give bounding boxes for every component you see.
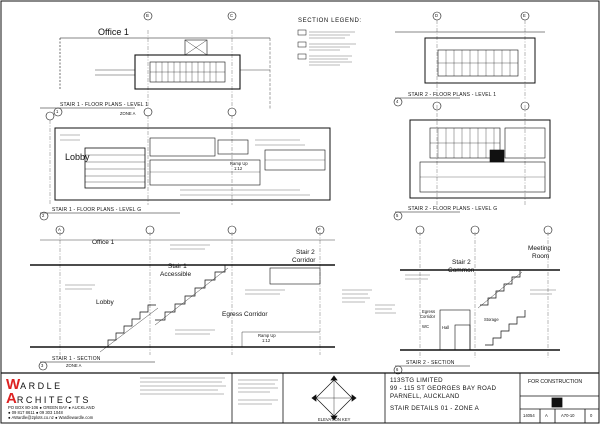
section-stair1 bbox=[30, 225, 335, 371]
title-block-frame bbox=[1, 372, 599, 423]
section2-label-common: Common bbox=[448, 267, 475, 274]
section1-label-accessible: Accessible bbox=[160, 271, 192, 278]
zone-label: ZONE A bbox=[120, 111, 136, 116]
section2-label-hall: Hall bbox=[442, 325, 450, 330]
plan-stair1-levelg bbox=[39, 107, 331, 221]
section-legend bbox=[297, 29, 356, 66]
section2-label-meeting: Meeting bbox=[528, 245, 552, 252]
room-label-lobby: Lobby bbox=[65, 152, 90, 162]
contact-line-1: PO BOX 80-106 ● GREEN BAY ● AUCKLAND bbox=[8, 405, 95, 410]
section-ref-3: 3 bbox=[41, 363, 44, 368]
section2-label-room: Room bbox=[532, 253, 550, 260]
project-address-1: 99 - 115 ST GEORGES BAY ROAD bbox=[390, 385, 497, 392]
section1-zone: ZONE A bbox=[66, 363, 82, 368]
section1-label-office: Office 1 bbox=[92, 239, 115, 246]
section-stair2 bbox=[393, 225, 560, 375]
elevation-key-label: ELEVATION KEY bbox=[318, 417, 351, 422]
elevation-key-icon bbox=[311, 375, 357, 421]
grid-bubble-a: A bbox=[58, 227, 61, 232]
section2-label-storage: Storage bbox=[484, 317, 499, 322]
logo: WARDLE bbox=[6, 377, 63, 393]
revision-number: 0 bbox=[590, 413, 593, 418]
ramp-label: Ramp Up bbox=[230, 161, 248, 166]
logo-word-ardle: ARDLE bbox=[20, 381, 63, 391]
plan-title-stair2-level1: STAIR 2 - FLOOR PLANS - LEVEL 1 bbox=[408, 92, 497, 98]
section2-label-egress: Egress bbox=[422, 309, 436, 314]
grid-bubble-b: B bbox=[146, 13, 149, 18]
plan-stair1-level1 bbox=[40, 11, 271, 117]
section1-label-egress: Egress Corridor bbox=[222, 311, 268, 318]
client-name: 113STG LIMITED bbox=[390, 377, 443, 384]
plan-ref-4: 4 bbox=[396, 99, 399, 104]
grid-bubble-c: C bbox=[230, 13, 234, 18]
grid-bubble-e: E bbox=[523, 13, 526, 18]
plan-ref-5: 5 bbox=[396, 213, 399, 218]
section1-label-ramp: Ramp Up bbox=[258, 333, 276, 338]
room-label-office-1: Office 1 bbox=[98, 27, 129, 37]
grid-bubble-f: F bbox=[318, 227, 321, 232]
section1-label-stair2: Stair 2 bbox=[296, 249, 315, 256]
drawing-title: STAIR DETAILS 01 - ZONE A bbox=[390, 405, 480, 412]
section1-label-corridor: Corridor bbox=[292, 257, 316, 264]
section2-label-corridor: Corridor bbox=[420, 314, 436, 319]
plan-title-stair1-level1: STAIR 1 - FLOOR PLANS - LEVEL 1 bbox=[60, 102, 149, 108]
sheet-size: A bbox=[545, 413, 548, 418]
job-number: 14054 bbox=[523, 413, 535, 418]
plan-ref-2: 2 bbox=[42, 213, 45, 218]
section1-label-lobby: Lobby bbox=[96, 299, 114, 306]
section-title-stair1: STAIR 1 - SECTION bbox=[52, 356, 101, 362]
logo-letter-w: W bbox=[6, 376, 21, 393]
side-notes bbox=[342, 289, 396, 314]
logo-word-rchitects: RCHITECTS bbox=[16, 395, 91, 405]
status-label: FOR CONSTRUCTION bbox=[528, 379, 583, 385]
section-legend-title: SECTION LEGEND: bbox=[298, 18, 362, 24]
title-block-notes bbox=[140, 377, 278, 405]
plan-ref-1: 1 bbox=[56, 109, 59, 114]
section-ref-6: 6 bbox=[396, 367, 399, 372]
project-address-2: PARNELL, AUCKLAND bbox=[390, 393, 460, 400]
contact-line-3: ● AWardle@2plots.co.nz ● Wardlewardle.co… bbox=[8, 415, 94, 420]
logo-letter-a: A bbox=[6, 390, 17, 407]
plan-stair2-levelg bbox=[393, 101, 551, 221]
plan-stair2-level1 bbox=[393, 11, 545, 107]
logo-line-2: ARCHITECTS bbox=[6, 391, 91, 407]
plan-title-stair2-levelg: STAIR 2 - FLOOR PLANS - LEVEL G bbox=[408, 206, 498, 212]
section2-label-stair2: Stair 2 bbox=[452, 259, 471, 266]
ramp-ratio: 1:12 bbox=[234, 166, 243, 171]
section1-label-ratio: 1:12 bbox=[262, 338, 271, 343]
grid-bubble-d: D bbox=[435, 13, 439, 18]
section2-label-wc: WC bbox=[422, 324, 429, 329]
contact-line-2: ● 09 817 8611 ● 09 303 1048 bbox=[8, 410, 63, 415]
section-title-stair2: STAIR 2 - SECTION bbox=[406, 360, 455, 366]
section1-label-stair1: Stair 1 bbox=[168, 263, 187, 270]
sheet-number: A70-10 bbox=[561, 413, 575, 418]
plan-title-stair1-levelg: STAIR 1 - FLOOR PLANS - LEVEL G bbox=[52, 207, 142, 213]
